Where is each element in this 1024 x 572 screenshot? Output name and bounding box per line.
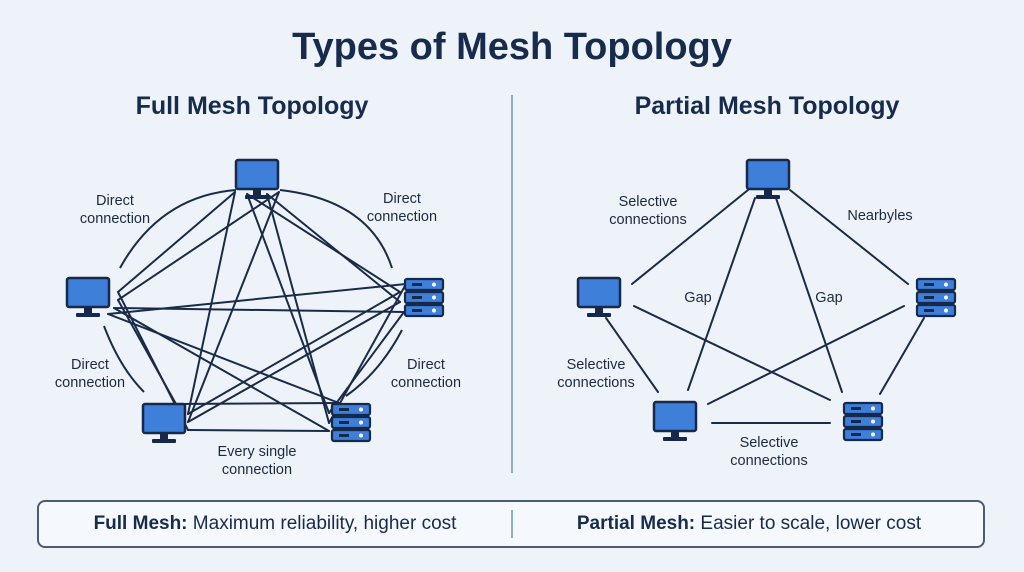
partial-mesh-link xyxy=(707,305,905,405)
full-mesh-link xyxy=(328,311,405,414)
full-mesh-heading: Full Mesh Topology xyxy=(135,92,369,120)
partial-mesh-link xyxy=(879,317,925,395)
full-mesh-link xyxy=(246,193,330,414)
full-mesh-link xyxy=(117,299,177,405)
partial-mesh-link xyxy=(631,189,749,285)
summary-full: Full Mesh: Maximum reliability, higher c… xyxy=(93,513,457,534)
partial-mesh-server-icon xyxy=(915,277,957,318)
full-mesh-link xyxy=(187,301,401,423)
full-mesh-computer-icon xyxy=(234,158,280,199)
full-mesh-server-icon xyxy=(330,402,372,443)
center-divider xyxy=(511,95,513,473)
summary-partial: Partial Mesh: Easier to scale, lower cos… xyxy=(576,513,922,534)
full-mesh-link xyxy=(175,402,340,405)
full-mesh-link xyxy=(266,193,401,303)
summary-divider xyxy=(511,510,513,538)
partial-label-gap-left: Gap xyxy=(684,290,712,306)
page-title: Types of Mesh Topology xyxy=(292,26,732,68)
full-mesh-link xyxy=(187,291,401,415)
full-mesh-computer-icon xyxy=(65,276,111,317)
partial-mesh-link xyxy=(687,197,756,391)
full-mesh-link xyxy=(266,193,330,424)
full-mesh-outer-link xyxy=(119,189,237,269)
full-mesh-link xyxy=(107,283,407,315)
full-mesh-computer-icon xyxy=(141,402,187,443)
partial-mesh-heading: Partial Mesh Topology xyxy=(634,92,900,120)
partial-mesh-link xyxy=(775,197,843,393)
full-mesh-link xyxy=(117,191,236,293)
partial-mesh-link xyxy=(633,305,831,401)
partial-mesh-computer-icon xyxy=(745,158,791,199)
full-mesh-server-icon xyxy=(403,277,445,318)
summary-box: Full Mesh: Maximum reliability, higher c… xyxy=(37,500,985,548)
full-mesh-outer-link xyxy=(279,189,393,269)
full-mesh-link xyxy=(107,313,340,404)
partial-mesh-computer-icon xyxy=(652,400,698,441)
partial-mesh-computer-icon xyxy=(576,276,622,317)
full-mesh-link xyxy=(187,191,280,423)
full-mesh-outer-link xyxy=(345,329,403,397)
full-mesh-outer-link xyxy=(103,325,145,393)
partial-mesh-link xyxy=(605,317,659,393)
partial-label-top-right: Nearbyles xyxy=(847,208,913,224)
partial-label-gap-right: Gap xyxy=(815,290,843,306)
partial-mesh-link xyxy=(789,189,909,285)
full-mesh-link xyxy=(328,283,407,424)
full-mesh-link xyxy=(113,307,330,432)
connection-lines xyxy=(103,189,925,432)
partial-mesh-server-icon xyxy=(842,401,884,442)
full-mesh-link xyxy=(187,429,330,432)
